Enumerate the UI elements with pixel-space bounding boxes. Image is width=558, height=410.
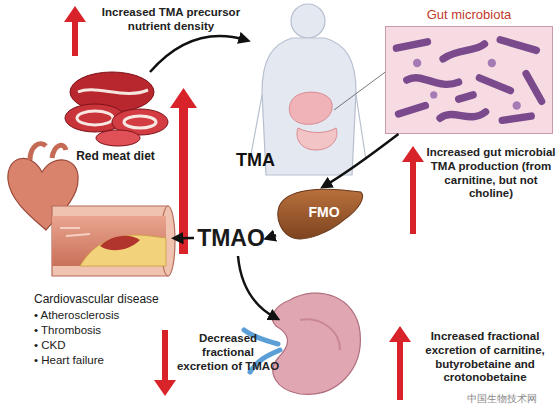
- carnitine-excretion-note: Increased fractional excretion of carnit…: [414, 330, 556, 385]
- production-note: Increased gut microbial TMA production (…: [426, 146, 556, 201]
- node-title: TMAO: [194, 225, 268, 251]
- intake-arrow: [150, 36, 246, 72]
- liver-node: FMO: [276, 186, 364, 242]
- watermark: 中国生物技术网: [448, 393, 556, 405]
- tmao-node: TMAO: [194, 223, 268, 253]
- edge-label: TMA: [236, 150, 275, 172]
- heart-artery-illustration: [8, 144, 175, 276]
- node-title: Cardiovascular disease: [34, 293, 176, 307]
- list-item: • Thrombosis: [34, 324, 176, 337]
- flow-arrow: [268, 235, 276, 238]
- list-item: • CKD: [34, 339, 176, 352]
- excretion-note: Decreased fractional excretion of TMAO: [176, 332, 280, 373]
- nutrient-note: Increased TMA precursor nutrient density: [96, 6, 246, 34]
- microbiota-panel: [385, 26, 553, 134]
- list-item: • Heart failure: [34, 354, 176, 367]
- list-item: • Atherosclerosis: [34, 309, 176, 322]
- human-body: [250, 4, 388, 175]
- trend-arrows: [64, 6, 424, 400]
- flow-arrow: [176, 237, 194, 240]
- flow-arrow: [324, 134, 398, 186]
- node-title: Red meat diet: [58, 150, 173, 164]
- gut-microbiota-box: Gut microbiota: [385, 8, 553, 134]
- red-meat-node: Red meat diet: [58, 66, 173, 170]
- bacteria-illustration: [386, 27, 552, 133]
- excretion-arrow: [238, 256, 276, 318]
- cardiovascular-node: Cardiovascular disease • Atherosclerosis •…: [0, 150, 176, 402]
- node-title: FMO: [284, 204, 364, 220]
- node-title: Gut microbiota: [385, 8, 553, 23]
- red-meat-illustration: [65, 72, 168, 146]
